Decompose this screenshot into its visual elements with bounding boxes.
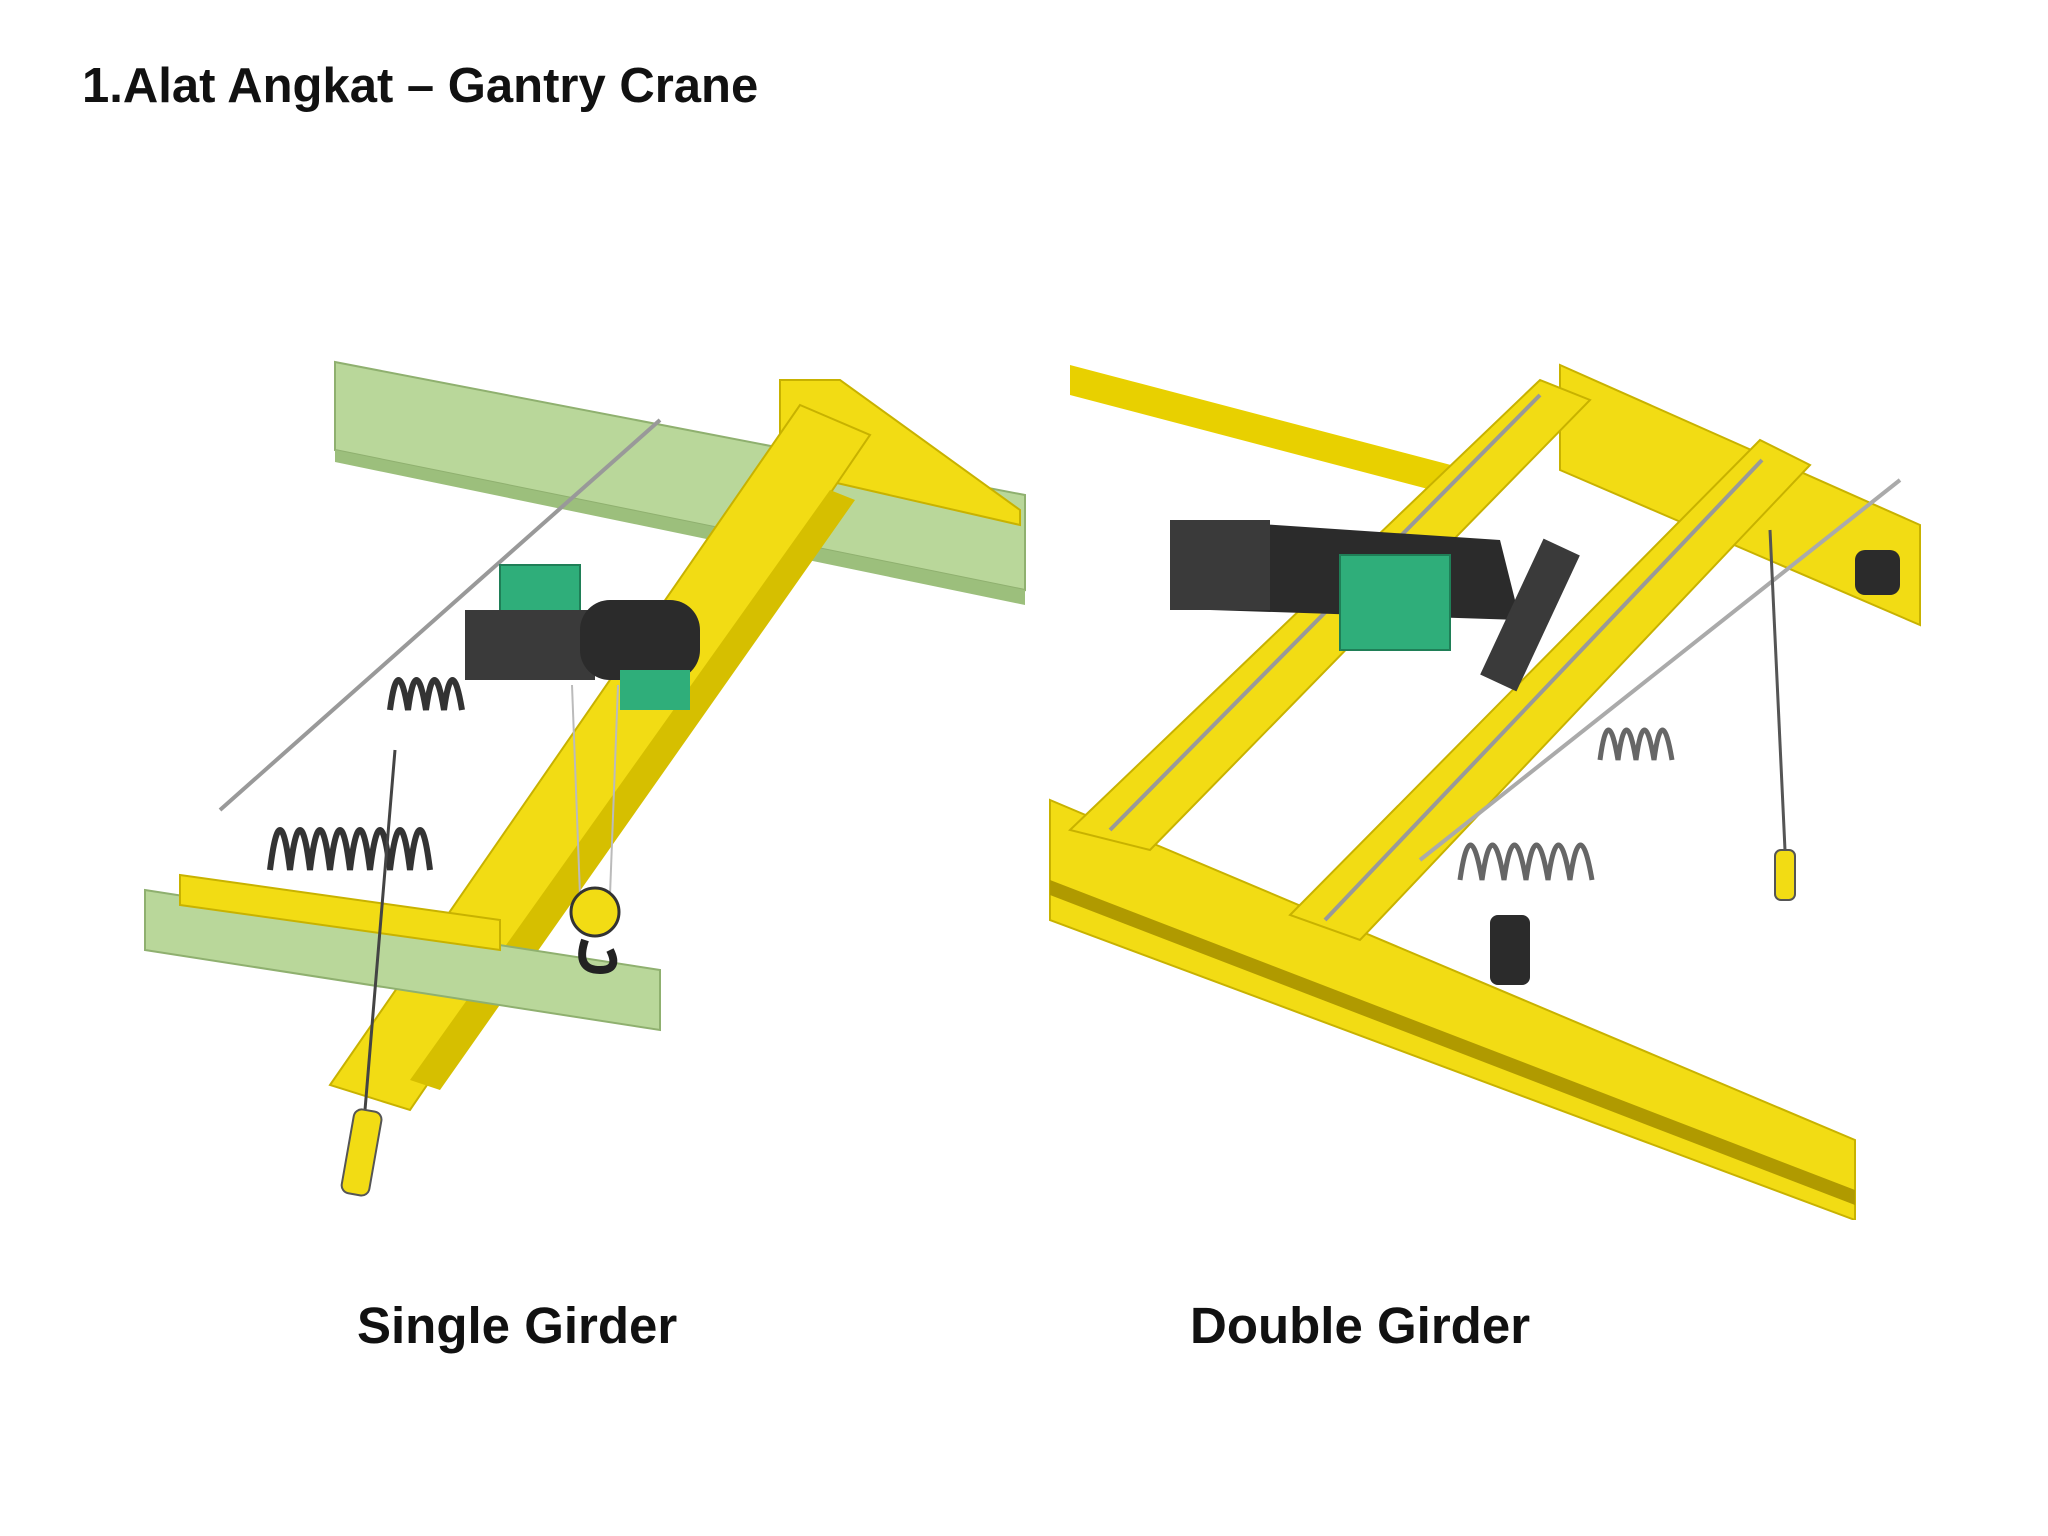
far-runway-beam [1070,365,1470,500]
pendant-cable [363,749,397,1111]
festoon-rail [1418,478,1902,862]
hook [578,938,618,975]
hoist-motor-green [499,564,581,616]
hoist-body [465,610,595,680]
hoist-rope-2 [609,684,619,896]
far-travel-drive-motor [1855,550,1900,595]
pendant-control [1774,849,1796,901]
main-girder-shadow [410,490,855,1090]
bottom-end-truck [179,873,501,952]
festoon-cables [1457,727,1675,881]
near-end-truck-stripe [1050,880,1855,1205]
hoist-motor-green [1339,554,1451,651]
trolley-motor-right [1480,538,1580,692]
trolley-motor-left [1170,520,1270,610]
girder-right [1288,438,1812,942]
hook-block [569,886,621,938]
festoon-rail [218,418,662,812]
slide-title: 1.Alat Angkat – Gantry Crane [82,59,759,113]
pendant-cable [1768,529,1787,851]
top-runway-beam-side [335,450,1025,605]
hoist-rope-1 [571,684,581,896]
double-girder-crane-illustration [1049,363,1921,1220]
girder-right-rail [1323,458,1764,922]
pendant-control [340,1108,383,1197]
hoist-base-green [620,670,690,710]
hoist-drum [580,600,700,680]
girder-left [1067,378,1592,852]
double-girder-caption: Double Girder [1190,1297,1531,1354]
travel-drive-motor [1490,915,1530,985]
festoon-cables [267,677,465,871]
single-girder-crane-illustration [144,360,1026,1197]
single-girder-caption: Single Girder [357,1297,678,1354]
